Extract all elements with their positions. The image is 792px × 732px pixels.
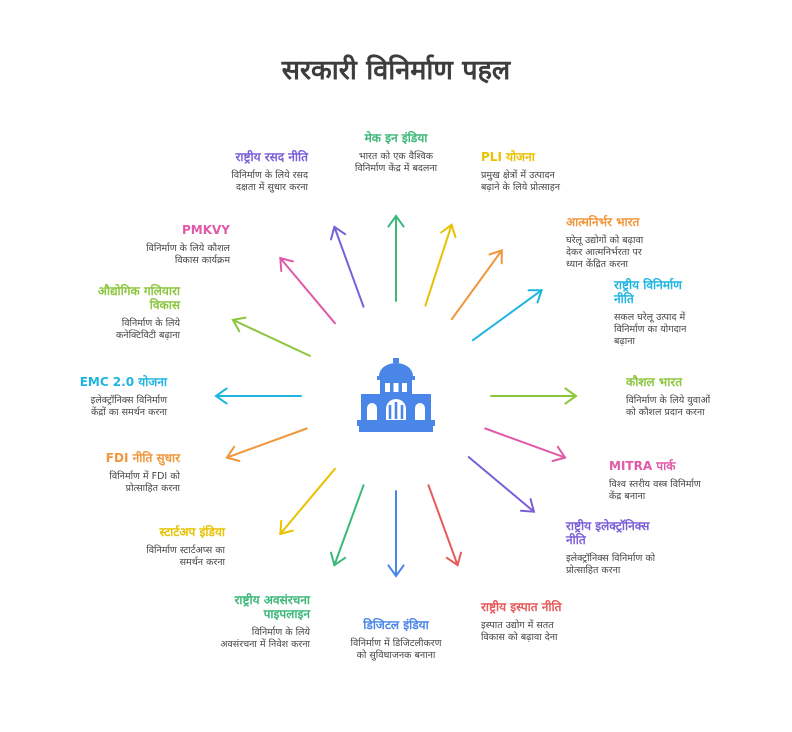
- initiative-title: PLI योजना: [481, 150, 535, 164]
- initiative-node: FDI नीति सुधार विनिर्माण में FDI कोप्रोत्…: [0, 451, 180, 495]
- ray-arrow-8: [387, 490, 405, 578]
- initiative-title: मेक इन इंडिया: [364, 131, 428, 145]
- initiative-title: आत्मनिर्भर भारत: [566, 215, 640, 229]
- initiative-title: MITRA पार्क: [609, 459, 676, 473]
- initiative-description: विनिर्माण के लियेकनेक्टिविटी बढ़ाना: [116, 318, 180, 341]
- initiative-node: औद्योगिक गलियाराविकास विनिर्माण के लियेकन…: [0, 284, 180, 342]
- ray-arrow-9: [330, 484, 365, 567]
- initiative-title: कौशल भारत: [626, 375, 683, 389]
- ray-arrow-14: [279, 256, 336, 325]
- initiative-title: FDI नीति सुधार: [105, 451, 180, 465]
- ray-arrow-5: [484, 427, 567, 462]
- initiative-title: EMC 2.0 योजना: [79, 375, 167, 389]
- initiative-title: PMKVY: [181, 223, 230, 237]
- ray-arrow-13: [231, 316, 311, 357]
- initiative-node: राष्ट्रीय इस्पात नीति इस्पात उद्योग में स…: [481, 600, 671, 644]
- initiative-title: स्टार्टअप इंडिया: [159, 525, 225, 539]
- ray-arrow-2: [450, 249, 503, 321]
- initiative-description: घरेलू उद्योगों को बढ़ावादेकर आत्मनिर्भरत…: [566, 235, 644, 270]
- ray-arrow-4: [490, 387, 578, 405]
- ray-arrow-11: [225, 427, 308, 462]
- ray-arrow-0: [387, 214, 405, 302]
- page-title: सरकारी विनिर्माण पहल: [281, 55, 511, 86]
- ray-arrow-6: [467, 456, 536, 513]
- ray-arrow-3: [471, 289, 543, 342]
- initiative-title: औद्योगिक गलियाराविकास: [97, 284, 180, 312]
- initiative-description: विनिर्माण में FDI कोप्रोत्साहित करना: [109, 471, 180, 494]
- initiative-description: विनिर्माण के लिये युवाओंको कौशल प्रदान क…: [626, 395, 711, 418]
- initiative-node: आत्मनिर्भर भारत घरेलू उद्योगों को बढ़ावाद…: [566, 215, 756, 271]
- initiative-title: राष्ट्रीय अवसंरचनापाइपलाइन: [234, 593, 310, 621]
- government-building-icon: [357, 358, 435, 432]
- initiative-node: कौशल भारत विनिर्माण के लिये युवाओंको कौशल…: [626, 375, 792, 419]
- initiative-node: राष्ट्रीय अवसंरचनापाइपलाइन विनिर्माण के ल…: [120, 593, 310, 651]
- initiative-description: इलेक्ट्रॉनिक्स विनिर्माण कोप्रोत्साहित क…: [566, 553, 656, 576]
- initiative-description: विनिर्माण स्टार्टअप्स कासमर्थन करना: [146, 545, 225, 568]
- ray-arrow-10: [279, 467, 336, 536]
- ray-arrow-1: [424, 223, 457, 307]
- ray-arrow-15: [330, 225, 365, 308]
- initiative-title: डिजिटल इंडिया: [363, 618, 429, 632]
- initiative-title: राष्ट्रीय रसद नीति: [235, 150, 308, 164]
- initiative-description: विनिर्माण के लियेअवसंरचना में निवेश करना: [220, 627, 310, 650]
- initiative-node: MITRA पार्क विश्व स्तरीय वस्त्र विनिर्माण…: [609, 459, 792, 503]
- initiative-title: राष्ट्रीय इस्पात नीति: [481, 600, 562, 614]
- ray-arrow-7: [427, 484, 462, 567]
- initiative-node: स्टार्टअप इंडिया विनिर्माण स्टार्टअप्स का…: [35, 525, 225, 569]
- ray-arrow-12: [214, 387, 302, 405]
